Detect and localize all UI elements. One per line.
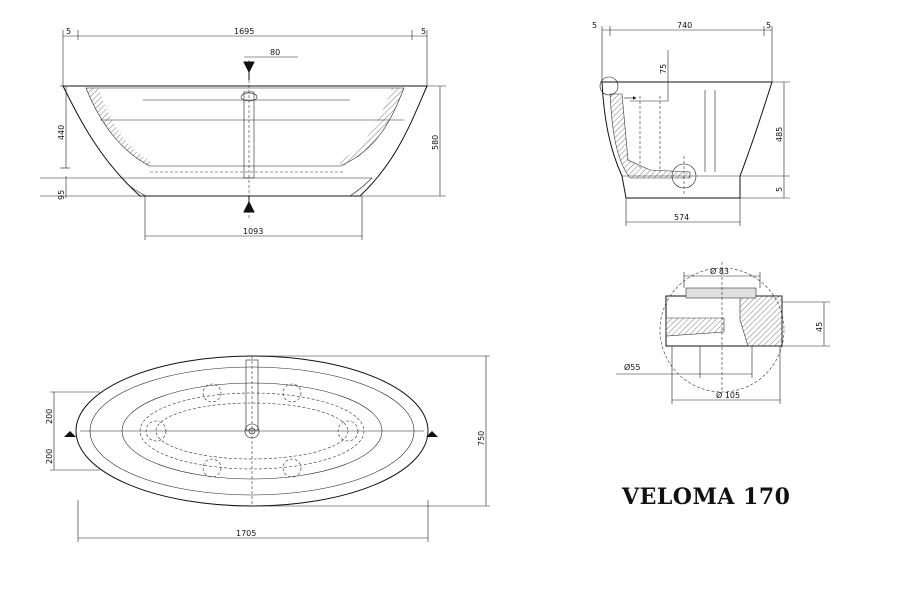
section-marker-top — [243, 61, 255, 80]
end-view-hatch — [609, 93, 691, 179]
dim-drain-width: 80 — [270, 48, 280, 57]
detail-dim-base: Ø 105 — [716, 390, 740, 400]
detail-dim-outer: Ø 83 — [710, 266, 729, 276]
end-dim-edge-right: 5 — [766, 21, 771, 30]
jet — [202, 383, 222, 403]
end-view-outline — [601, 81, 773, 199]
end-view: 740 5 5 75 485 5 574 — [592, 21, 790, 226]
end-dim-height: 485 — [775, 127, 784, 142]
plan-drain — [244, 423, 260, 439]
dim-height: 580 — [431, 135, 440, 150]
jet — [282, 383, 302, 403]
plan-section-left — [64, 431, 76, 437]
jet — [282, 458, 302, 478]
dim-base-width: 1093 — [243, 227, 263, 236]
model-title: VELOMA 170 — [622, 484, 791, 510]
plan-dim-offset-bottom: 200 — [45, 449, 54, 464]
jet — [202, 458, 222, 478]
dim-overall-width: 1695 — [234, 27, 254, 36]
dim-depth: 440 — [57, 125, 66, 140]
side-view-hatch — [86, 88, 150, 168]
end-dim-edge-left: 5 — [592, 21, 597, 30]
side-view: 1695 5 5 80 440 580 95 1093 — [40, 27, 446, 240]
drain-detail: Ø 83 45 Ø55 Ø 105 — [616, 262, 830, 404]
dim-edge-right: 5 — [421, 27, 426, 36]
plan-dim-width: 750 — [477, 431, 486, 446]
plan-dim-offset-top: 200 — [45, 409, 54, 424]
side-view-base — [121, 177, 373, 197]
plan-view: 200 200 750 1705 — [45, 355, 490, 542]
dim-edge-left: 5 — [66, 27, 71, 36]
section-marker-bottom — [243, 196, 255, 213]
end-dim-base-height: 5 — [775, 187, 784, 192]
plan-dim-length: 1705 — [236, 529, 256, 538]
end-dim-width: 740 — [677, 21, 692, 30]
plan-overflow-channel — [245, 359, 259, 431]
dim-base-height: 95 — [57, 190, 66, 200]
jet — [145, 420, 167, 442]
end-dim-rim: 75 — [659, 64, 668, 74]
end-dim-base-width: 574 — [674, 213, 689, 222]
detail-dim-inner: Ø55 — [624, 362, 640, 372]
jet — [337, 420, 359, 442]
detail-dim-height: 45 — [815, 322, 824, 332]
end-view-detail-circle — [599, 76, 619, 96]
plan-section-right — [426, 431, 438, 437]
jets — [145, 383, 359, 478]
